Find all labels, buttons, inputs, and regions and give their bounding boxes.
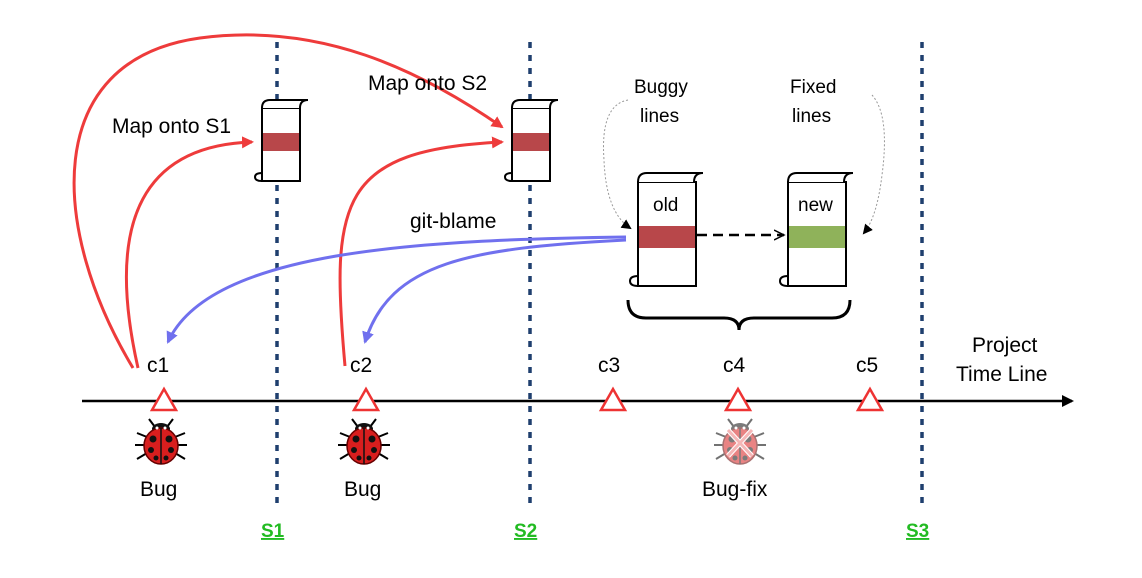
commit-label-c4: c4 [723, 354, 746, 377]
label-new: new [798, 195, 833, 216]
label-git-blame: git-blame [410, 210, 496, 233]
buggy-band-s2 [513, 133, 549, 151]
label-old: old [653, 195, 678, 216]
commit-c1-marker [149, 386, 179, 412]
label-timeline-1: Project [972, 334, 1038, 357]
label-bug-c2: Bug [344, 478, 381, 501]
label-fixed-lines-2: lines [792, 106, 831, 127]
buggy-lines-pointer [603, 99, 632, 230]
snapshot-label-s2: S2 [514, 521, 537, 542]
fixed-lines-pointer [862, 94, 885, 235]
commit-c3-marker [598, 386, 628, 412]
commit-label-c2: c2 [350, 354, 372, 377]
map-s2-arrow-from-c2 [338, 136, 504, 367]
commit-label-c3: c3 [598, 354, 620, 377]
commit-label-c1: c1 [147, 354, 169, 377]
label-bugfix-c4: Bug-fix [702, 478, 768, 501]
label-map-s2: Map onto S2 [368, 72, 487, 95]
file-scroll-old [628, 172, 704, 287]
bug-fix-brace [626, 299, 852, 331]
commit-label-c5: c5 [856, 354, 878, 377]
ladybug-icon-c2 [337, 418, 391, 465]
ladybug-icon-c1 [134, 418, 188, 465]
git-blame-arrow-to-c2 [362, 238, 627, 344]
commit-c5-marker [855, 386, 885, 412]
file-scroll-s2 [503, 99, 559, 182]
map-s2-arrow-from-c1 [72, 33, 504, 369]
snapshot-label-s1: S1 [261, 521, 285, 542]
label-buggy-lines-1: Buggy [634, 77, 688, 98]
commit-c2-marker [351, 386, 381, 412]
file-scroll-new [778, 172, 854, 287]
label-buggy-lines-2: lines [640, 106, 679, 127]
label-map-s1: Map onto S1 [112, 115, 231, 138]
label-bug-c1: Bug [140, 478, 177, 501]
label-fixed-lines-1: Fixed [790, 77, 836, 98]
label-timeline-2: Time Line [956, 363, 1047, 386]
buggy-band-old [639, 226, 695, 248]
buggy-band-s1 [263, 133, 299, 151]
file-scroll-s1 [253, 99, 309, 182]
git-blame-arrow-to-c1 [166, 235, 627, 344]
ladybug-fixed-icon-c4 [713, 418, 767, 465]
map-s1-arrow-from-c1 [124, 136, 254, 369]
snapshot-label-s3: S3 [906, 521, 929, 542]
commit-c4-marker [723, 386, 753, 412]
fixed-band-new [789, 226, 845, 248]
